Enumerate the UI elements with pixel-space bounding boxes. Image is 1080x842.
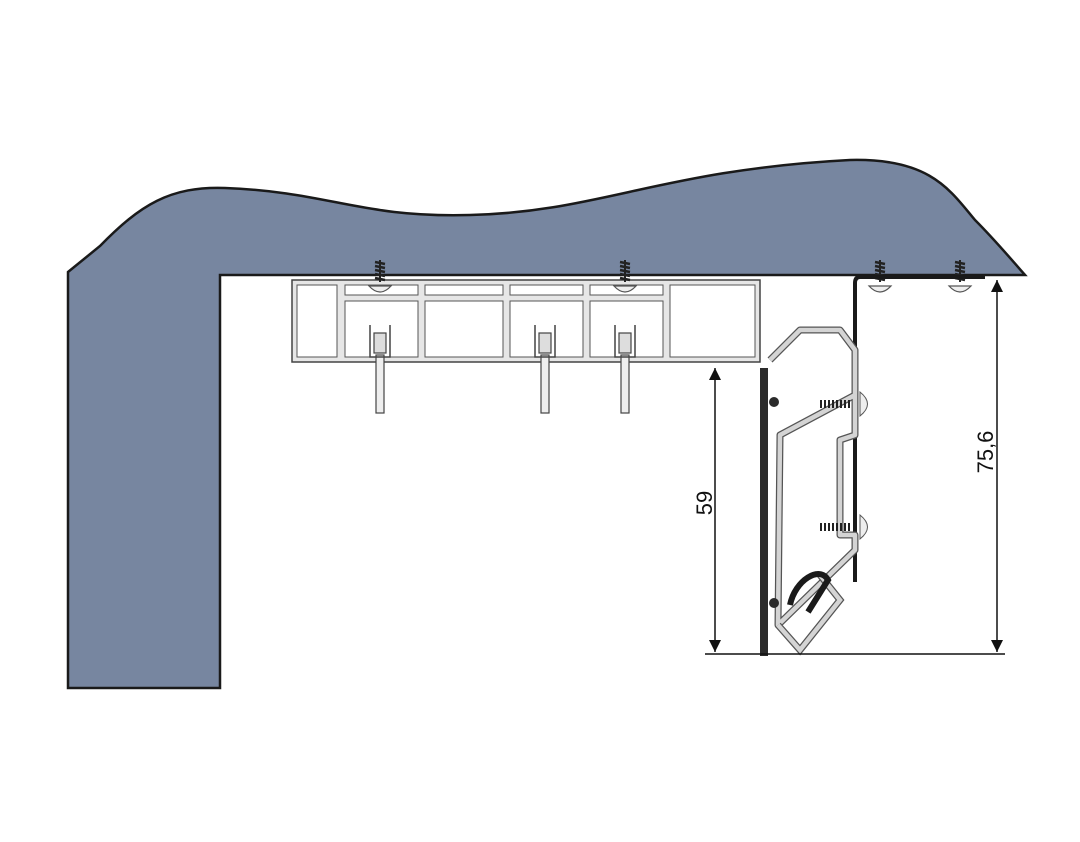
angle-bracket [853,275,985,582]
cornice-profile [760,326,868,656]
ceiling-slab [66,158,1028,690]
dimension-label-59: 59 [692,491,717,515]
ceiling-rail [291,279,761,363]
dimension-label-75-6: 75,6 [973,431,998,474]
